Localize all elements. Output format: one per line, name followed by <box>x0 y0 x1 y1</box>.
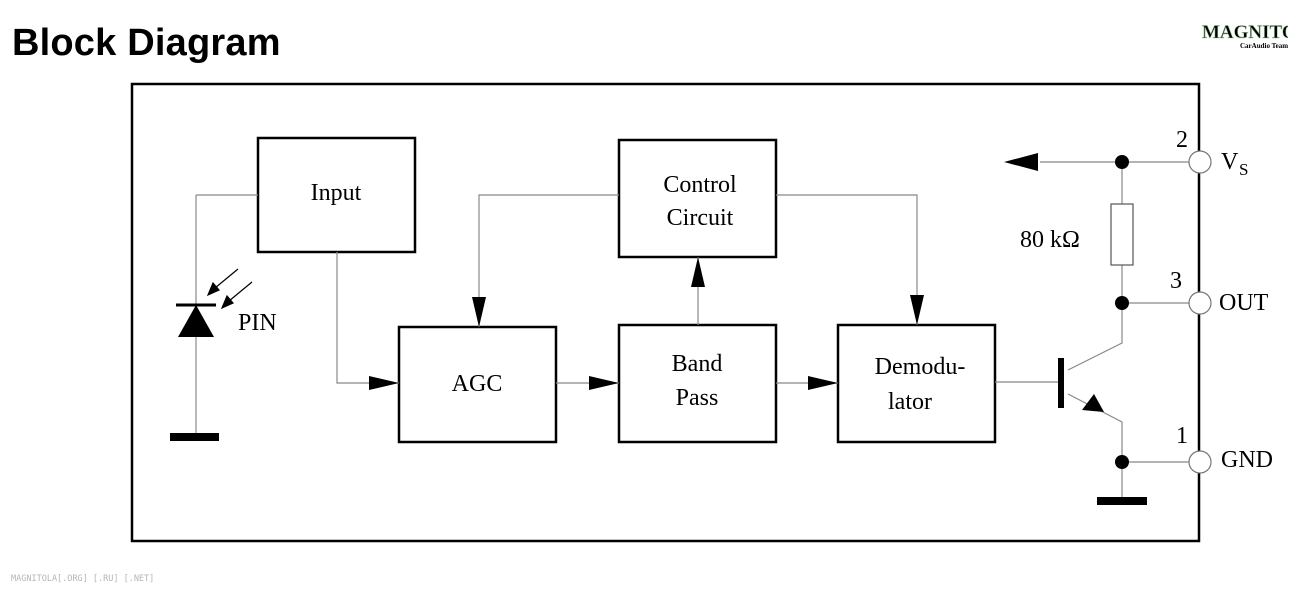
watermark-tagline: CarAudio Team <box>1240 42 1288 50</box>
control-to-demodulator-line <box>776 194 924 325</box>
gnd-junction-dot <box>1115 455 1129 469</box>
input-to-agc-line <box>336 252 399 390</box>
photodiode-ground-symbol <box>170 433 219 441</box>
agc-block: AGC <box>397 325 558 444</box>
emitter-lead <box>1067 393 1123 500</box>
gnd-pin-terminal <box>1188 450 1212 474</box>
resistor-symbol <box>1110 203 1134 266</box>
demodulator-block: Demodu- lator <box>836 323 997 444</box>
vs-pin-number: 2 <box>1176 127 1188 153</box>
collector-lead <box>1067 303 1123 371</box>
emitter-arrow <box>1082 394 1104 412</box>
vs-internal-arrow <box>1004 153 1038 171</box>
out-pin-name: OUT <box>1219 290 1269 316</box>
band-pass-label-line1: Band <box>672 351 723 377</box>
pin-photodiode-symbol <box>170 268 253 441</box>
input-block: Input <box>256 136 417 254</box>
agc-block-label: AGC <box>452 371 503 397</box>
demodulator-label-line1: Demodu- <box>875 354 966 380</box>
gnd-pin-number: 1 <box>1176 423 1188 449</box>
band-pass-block: Band Pass <box>617 323 778 444</box>
page-title: Block Diagram <box>12 22 281 64</box>
out-pin-number: 3 <box>1170 268 1182 294</box>
band-pass-label-line2: Pass <box>676 385 719 411</box>
control-circuit-block: Control Circuit <box>617 138 778 259</box>
control-circuit-label-line1: Control <box>663 172 737 198</box>
control-circuit-label-line2: Circuit <box>667 205 734 231</box>
gnd-pin-name: GND <box>1221 447 1273 473</box>
pin-label: PIN <box>238 310 277 336</box>
vs-pin-name: V <box>1221 149 1239 175</box>
vs-pin-terminal <box>1188 150 1212 174</box>
footer-watermark-text: MAGNITOLA[.ORG] [.RU] [.NET] <box>11 574 155 584</box>
out-pin-terminal <box>1188 291 1212 315</box>
magnitola-watermark-logo: MAGNITOLA CarAudio Team <box>1202 22 1288 50</box>
watermark-brand: MAGNITOLA <box>1202 22 1288 43</box>
light-arrows-icon <box>206 268 253 310</box>
out-junction-dot <box>1115 296 1129 310</box>
npn-transistor-symbol <box>1058 358 1104 412</box>
demodulator-label-line2: lator <box>888 389 932 415</box>
input-block-label: Input <box>311 180 362 206</box>
vs-junction-dot <box>1115 155 1129 169</box>
ground-bar-symbol <box>1097 497 1147 505</box>
vs-pin-name-subscript: S <box>1239 160 1248 179</box>
control-to-agc-line <box>472 194 619 327</box>
resistor-label: 80 kΩ <box>1020 227 1080 253</box>
